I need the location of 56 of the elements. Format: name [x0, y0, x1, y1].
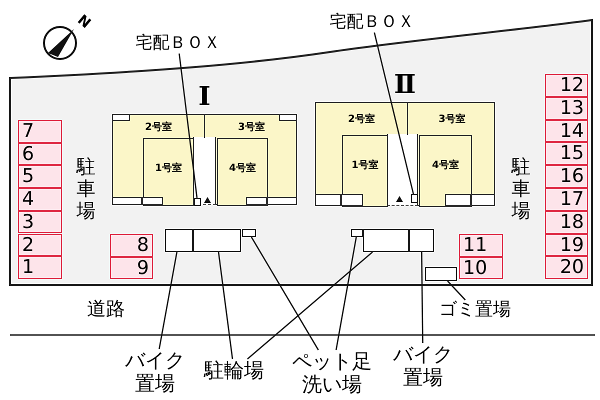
room: 4号室	[217, 138, 268, 206]
parking-lot-label: 駐車場	[511, 156, 531, 222]
leader-line	[335, 236, 357, 350]
parking-space: 1	[18, 256, 62, 279]
parking-space: 7	[18, 120, 62, 143]
bike-shelter	[409, 229, 434, 252]
bicycle-shelter	[193, 229, 241, 252]
delivery-box	[194, 198, 201, 206]
compass-letter: N	[74, 12, 94, 32]
callout-label: バイク置場	[390, 343, 456, 389]
garbage-station	[425, 267, 457, 281]
parking-space: 14	[545, 120, 588, 142]
room: 4号室	[419, 135, 472, 207]
callout-label: ゴミ置場	[433, 300, 517, 321]
room: 2号室	[316, 103, 407, 135]
parking-space: 20	[545, 256, 588, 280]
leader-line	[250, 236, 319, 350]
callout-label: 宅配ＢＯＸ	[128, 34, 228, 54]
callout-label: バイク置場	[122, 349, 188, 395]
parking-space: 6	[18, 142, 62, 166]
callout-label: ペット足洗い場	[288, 350, 376, 396]
parking-space: 3	[18, 210, 62, 234]
parking-space: 12	[545, 74, 588, 97]
building-number: Ⅱ	[394, 70, 416, 100]
parking-space: 17	[545, 188, 588, 211]
leader-line	[218, 252, 234, 360]
bicycle-shelter	[363, 229, 409, 252]
pet-wash-station	[242, 229, 256, 237]
leader-line	[420, 252, 424, 343]
parking-space: 19	[545, 234, 588, 256]
leader-line	[158, 252, 178, 350]
room: 2号室	[113, 115, 204, 138]
callout-label: 駐輪場	[200, 359, 268, 382]
pet-wash-station	[351, 229, 363, 237]
parking-space: 18	[545, 210, 588, 234]
leader-line	[178, 53, 198, 198]
room: 1号室	[342, 135, 388, 207]
parking-space: 8	[110, 234, 153, 256]
parking-space: 13	[545, 96, 588, 120]
parking-space: 2	[18, 234, 62, 256]
callout-label: 宅配ＢＯＸ	[322, 13, 422, 33]
parking-space: 5	[18, 165, 62, 188]
building-number: Ⅰ	[198, 82, 211, 112]
room: 1号室	[143, 138, 194, 206]
leader-line	[447, 280, 466, 300]
parking-space: 9	[110, 256, 153, 279]
road-label: 道路	[87, 297, 125, 322]
delivery-box	[411, 194, 418, 203]
parking-space: 11	[459, 234, 503, 256]
leader-line	[247, 252, 373, 360]
bike-shelter	[165, 229, 193, 252]
parking-lot-label: 駐車場	[76, 156, 96, 222]
parking-space: 15	[545, 142, 588, 166]
parking-space: 4	[18, 188, 62, 211]
parking-space: 16	[545, 165, 588, 188]
parking-space: 10	[459, 256, 503, 279]
